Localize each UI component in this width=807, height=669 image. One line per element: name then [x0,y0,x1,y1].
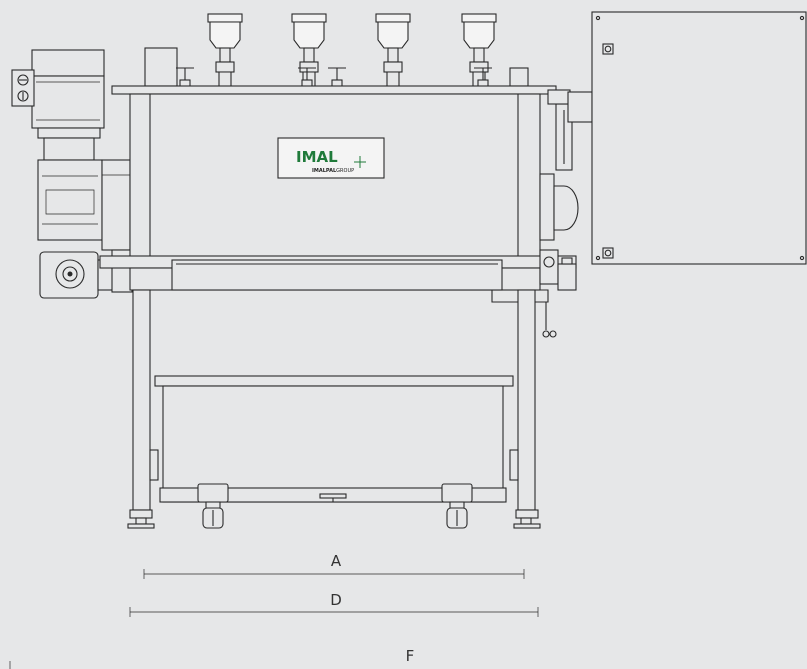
gearbox [37,159,103,241]
dimension-f: F [9,647,415,669]
foot-left [127,523,155,529]
caster-right-plate [441,483,473,503]
vent-box [144,47,178,87]
gearbox-side-plate [101,159,131,251]
mixer-body: IMAL IMALPALGROUP [99,85,593,529]
motor-terminal-box [11,69,35,107]
logo-brand: IMAL [296,148,338,166]
dimension-a-label: A [331,552,342,570]
shaft-bearing [553,185,579,231]
dosing-cups [144,13,529,107]
cabinet-lock-top-icon [602,43,614,55]
cart-bin [162,385,504,503]
dimension-f-label: F [406,647,415,665]
top-rail [111,85,557,95]
cup-4 [463,21,495,49]
foot-right [513,523,541,529]
cup-3 [377,21,409,49]
motor-body [31,75,105,129]
leg-right [517,289,536,511]
dimension-a: A [143,552,525,579]
dimension-d: D [129,591,539,617]
cabinet-lock-bottom-icon [602,247,614,259]
logo-plate [277,137,385,179]
motor-coupling [43,137,95,161]
logo-group: IMALPALGROUP [312,168,354,174]
cup-1 [209,21,241,49]
control-panel [591,11,807,265]
dimension-d-label: D [330,591,342,609]
trough-lip [171,259,503,291]
caster-left-plate [197,483,229,503]
cup-2 [293,21,325,49]
electrical-cabinet [591,11,807,265]
motor-top-cap [31,49,105,77]
cart-rim [154,375,514,387]
leg-left [132,289,151,511]
